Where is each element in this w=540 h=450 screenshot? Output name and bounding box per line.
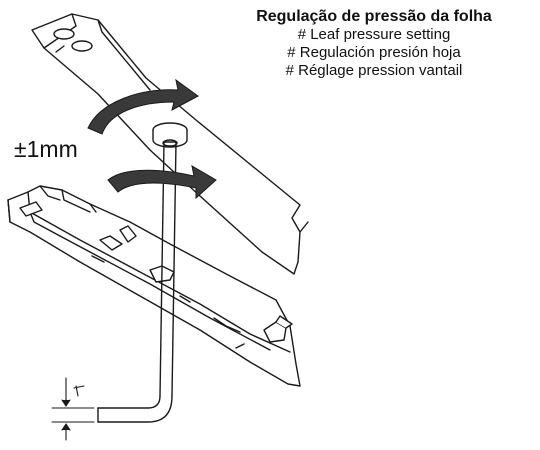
caption-line-en: # Leaf pressure setting — [297, 26, 451, 43]
caption-title: Regulação de pressão da folha — [256, 8, 492, 25]
dimension-mark — [51, 377, 95, 441]
caption-block: Regulação de pressão da folha # Leaf pre… — [214, 8, 534, 80]
tolerance-label: ±1mm — [14, 136, 78, 162]
adjustment-screw — [152, 122, 188, 148]
rotation-arrow-upper — [87, 78, 199, 135]
caption-line-es: # Regulación presión hoja — [287, 44, 461, 61]
caption-line-fr: # Réglage pression vantail — [285, 62, 463, 79]
door-rail-carriage — [7, 185, 301, 387]
rotation-arrow-lower — [107, 165, 217, 200]
